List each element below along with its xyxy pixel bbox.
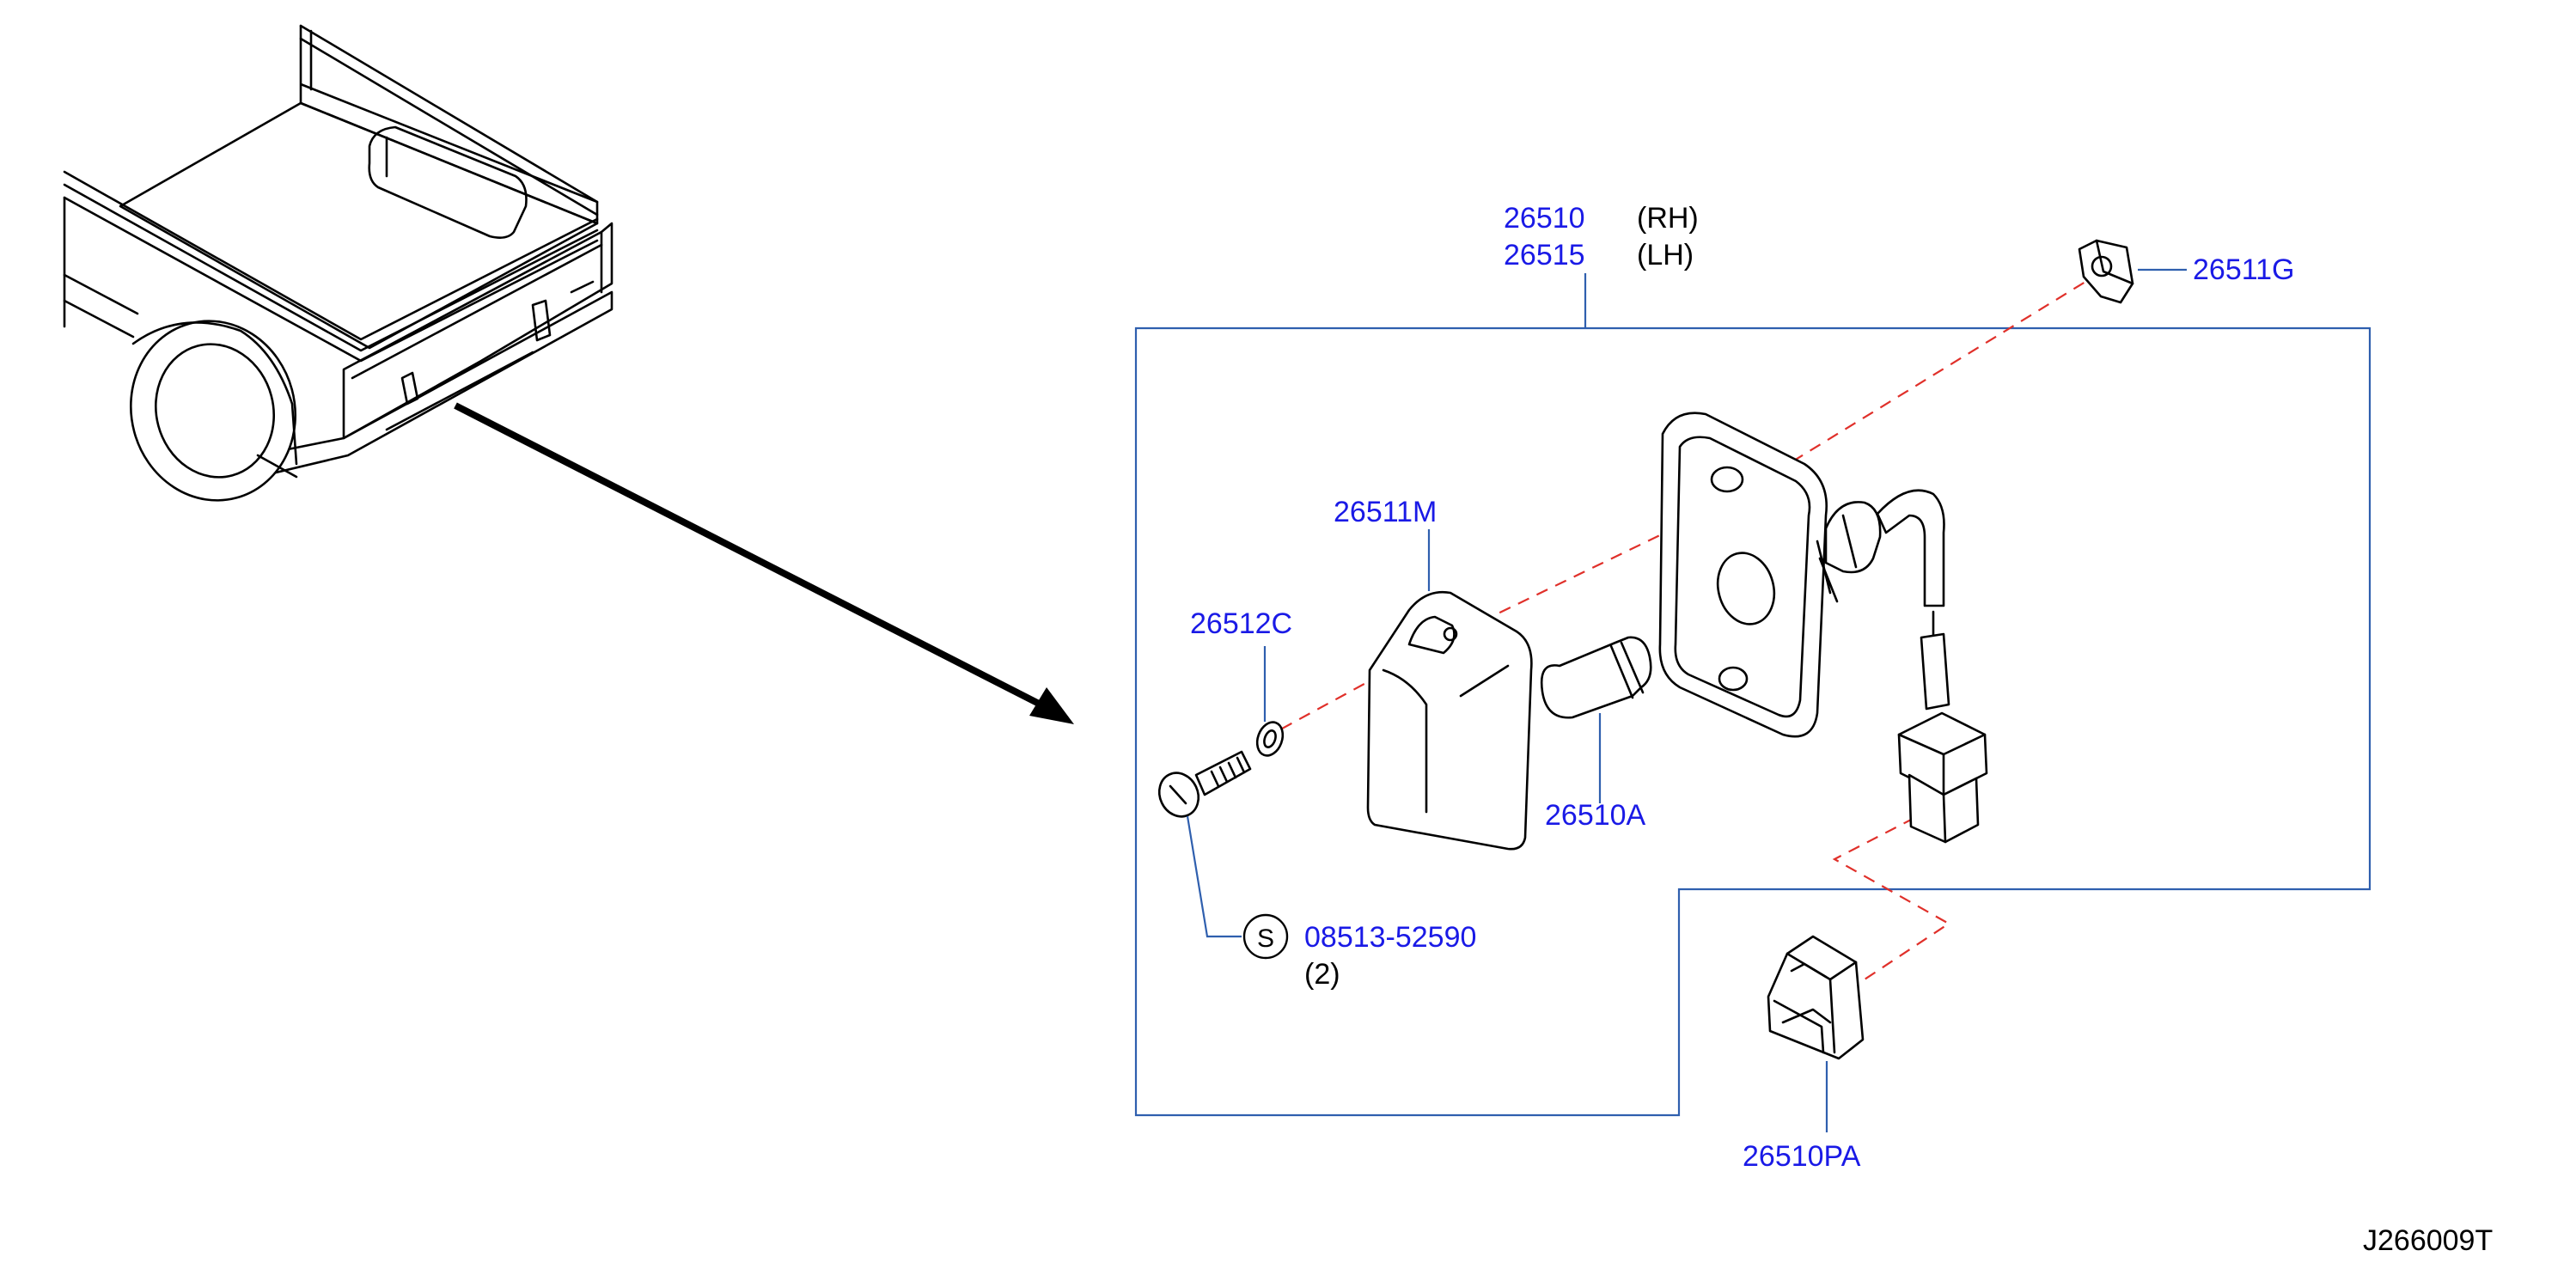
label-screw-qty: (2) bbox=[1304, 958, 1340, 991]
bulb-26510a bbox=[1540, 636, 1652, 719]
label-rh: (RH) bbox=[1637, 202, 1699, 235]
alignment-dashed-line bbox=[1262, 274, 2097, 740]
label-26511g[interactable]: 26511G bbox=[2193, 253, 2294, 286]
standard-part-symbol bbox=[1242, 913, 1289, 960]
label-26510a[interactable]: 26510A bbox=[1545, 799, 1646, 832]
lamp-housing bbox=[1658, 412, 1988, 844]
label-26510pa[interactable]: 26510PA bbox=[1743, 1140, 1861, 1173]
label-08513-52590[interactable]: 08513-52590 bbox=[1304, 921, 1476, 954]
location-arrow bbox=[454, 402, 1074, 724]
washer-26512c bbox=[1255, 721, 1285, 757]
label-26511m[interactable]: 26511M bbox=[1334, 496, 1437, 528]
label-lh: (LH) bbox=[1637, 239, 1694, 271]
label-26510[interactable]: 26510 bbox=[1504, 202, 1585, 235]
connector-dashed-line bbox=[1832, 817, 1951, 980]
standard-part-symbol-letter: S bbox=[1257, 924, 1274, 953]
label-26512c[interactable]: 26512C bbox=[1190, 607, 1292, 640]
screw-08513-52590 bbox=[1157, 750, 1252, 818]
clip-26510pa bbox=[1767, 935, 1865, 1060]
assembly-frame bbox=[1134, 326, 2372, 1117]
diagram-id: J266009T bbox=[2363, 1224, 2493, 1257]
truck-rear-illustration bbox=[63, 24, 613, 502]
lens-26511m bbox=[1366, 590, 1533, 851]
screw-leader bbox=[1186, 815, 1242, 938]
grommet-26511g bbox=[2078, 239, 2134, 304]
label-26515[interactable]: 26515 bbox=[1504, 239, 1585, 271]
